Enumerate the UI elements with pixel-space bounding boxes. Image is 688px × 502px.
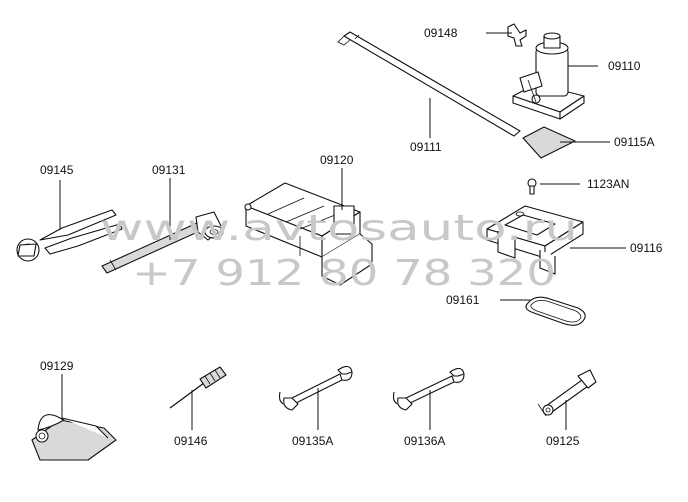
jack-bracket [486,205,584,275]
watermark-phone: +7 912 80 78 320 [132,253,556,294]
label-09110: 09110 [608,59,641,73]
label-09129: 09129 [40,359,74,373]
screwdriver [169,366,227,409]
pliers [16,209,123,262]
label-09115a: 09115A [614,135,654,149]
label-1123an: 1123AN [587,177,629,191]
spanner-09136a [392,367,465,411]
wheel-nut-wrench [101,211,224,274]
tool-tray [244,182,373,286]
tool-bag [31,414,117,461]
label-09146: 09146 [174,434,208,448]
part-labels: 09148 09110 09111 09115A 1123AN 09116 09… [40,26,663,448]
leader-lines [59,32,626,430]
label-09135a: 09135A [292,434,333,448]
watermark-site: www.avtosauto.ru [100,208,578,249]
jack-pad [522,126,576,159]
small-bolt [527,178,537,195]
label-09120: 09120 [320,153,354,167]
label-09111: 09111 [410,140,442,154]
label-09131: 09131 [152,163,186,177]
bottle-jack [512,32,585,120]
rubber-band [525,296,586,326]
label-09161: 09161 [446,293,480,307]
watermark: www.avtosauto.ru +7 912 80 78 320 [100,208,578,294]
label-09116: 09116 [630,241,663,255]
jack-handle-rod [337,31,521,137]
label-09136a: 09136A [404,434,445,448]
label-09148: 09148 [424,26,458,40]
label-09145: 09145 [40,163,74,177]
label-09125: 09125 [546,434,580,448]
spanner-09135a [278,365,353,411]
wing-bolt [504,23,527,47]
extension-bar [537,369,597,417]
